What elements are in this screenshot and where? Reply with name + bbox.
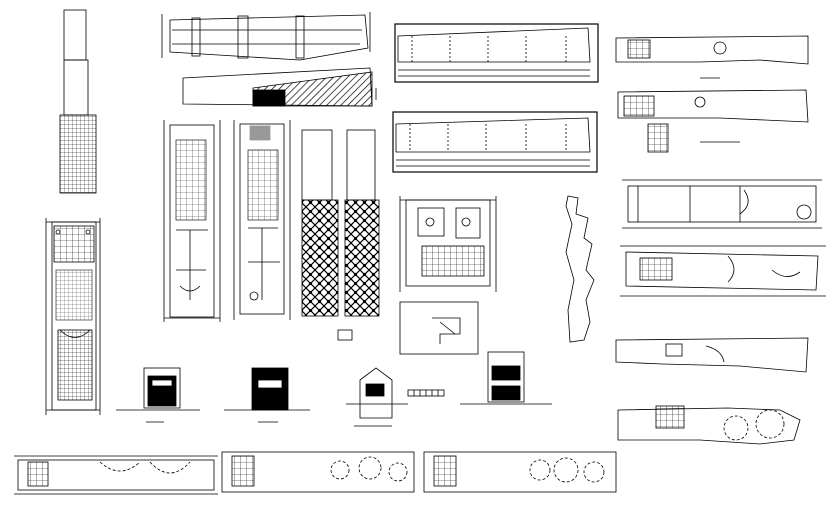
floor-plan-right-2 (617, 89, 809, 153)
lot-plan-tall (59, 9, 97, 194)
bottom-plan-1 (14, 455, 218, 495)
floor-plan-vertical-a (163, 120, 221, 322)
site-profile-outline (565, 195, 595, 343)
elevation-3 (460, 351, 552, 405)
floor-plan-left-vertical (45, 218, 101, 415)
courtyard-plan (399, 196, 497, 292)
floor-plan-right-6 (617, 405, 801, 445)
elevation-1 (116, 367, 200, 423)
floor-plan-right-5 (615, 337, 809, 373)
tiled-lot-b (344, 129, 380, 317)
bottom-plan-3 (423, 451, 617, 493)
scale-bar (407, 389, 445, 397)
small-legend-box (337, 329, 353, 341)
detail-box-upper (394, 23, 599, 83)
floor-plan-right-1 (615, 35, 809, 79)
stair-detail (399, 301, 479, 355)
site-plan-top (161, 12, 371, 61)
roof-plan (182, 67, 377, 107)
detail-box-lower (392, 111, 598, 173)
floor-plan-right-4 (620, 245, 826, 297)
elevation-2 (224, 367, 310, 423)
tiled-lot-a (301, 129, 339, 317)
section-elevation (346, 367, 408, 427)
bottom-plan-2 (221, 451, 415, 493)
floor-plan-right-3 (622, 179, 822, 229)
floor-plan-vertical-b (233, 120, 291, 320)
